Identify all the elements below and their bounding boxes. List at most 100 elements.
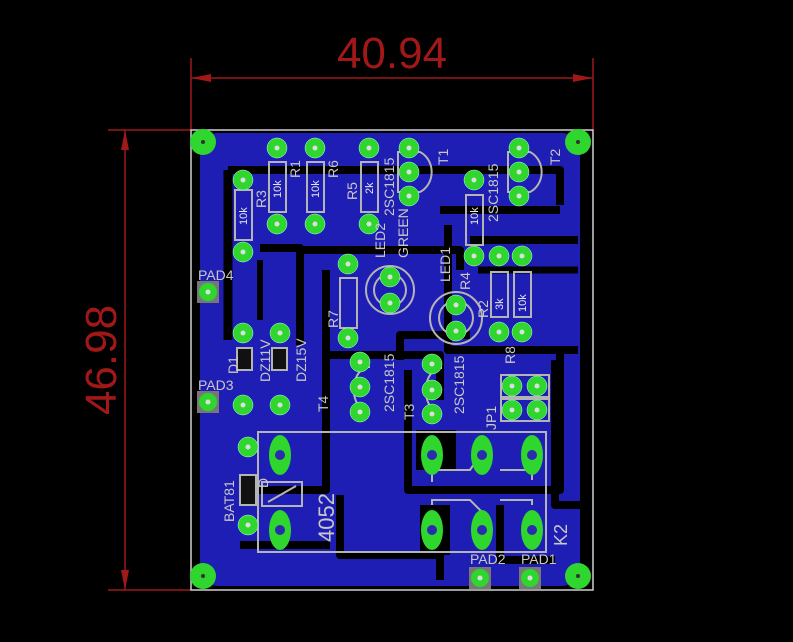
label-led1: LED1	[437, 247, 453, 282]
relay-pad-drill	[427, 525, 437, 535]
label-d3: D	[255, 478, 271, 488]
value-r1: 10k	[272, 180, 284, 198]
pad-drill	[406, 145, 412, 151]
pad-drill	[516, 169, 522, 175]
pad-drill	[312, 221, 318, 227]
mounting-hole-drill	[201, 574, 205, 578]
pad-drill	[245, 444, 251, 450]
pad-drill	[205, 289, 211, 295]
pad-drill	[240, 177, 246, 183]
value-k2: 4052	[314, 493, 339, 542]
width-dimension-label: 40.94	[337, 29, 447, 78]
pad-drill	[240, 249, 246, 255]
pad-drill	[366, 145, 372, 151]
value-d2: DZ15V	[293, 338, 309, 382]
mounting-hole-drill	[576, 140, 580, 144]
label-pad2: PAD2	[470, 551, 506, 567]
label-pad4: PAD4	[198, 267, 234, 283]
pad-drill	[277, 402, 283, 408]
pad-drill	[516, 145, 522, 151]
pad-drill	[387, 300, 393, 306]
pad-drill	[453, 328, 459, 334]
pad-drill	[357, 409, 363, 415]
pad-drill	[516, 193, 522, 199]
pad-drill	[471, 253, 477, 259]
value-t2: 2SC1815	[485, 163, 501, 222]
pads	[190, 129, 591, 589]
label-jp1: JP1	[483, 406, 499, 430]
label-r3: R3	[253, 190, 269, 208]
label-d1: D1	[225, 356, 241, 374]
pad-drill	[240, 330, 246, 336]
label-r5: R5	[344, 182, 360, 200]
label-r6: R6	[325, 160, 341, 178]
pad-drill	[496, 253, 502, 259]
pad-drill	[509, 383, 515, 389]
mounting-hole-drill	[576, 574, 580, 578]
relay-pad-drill	[275, 525, 285, 535]
label-r8: R8	[502, 346, 518, 364]
pad-drill	[345, 261, 351, 267]
dimension-width	[190, 58, 594, 130]
silkscreen	[234, 151, 550, 553]
pad-drill	[277, 330, 283, 336]
label-t1: T1	[435, 148, 451, 165]
value-t1: 2SC1815	[381, 157, 397, 216]
relay-pad-drill	[477, 525, 487, 535]
pad-drill	[205, 399, 211, 405]
value-r5: 2k	[364, 182, 376, 194]
component-labels: R3 10k R1 10k R6 10k R5 2k 2SC1815 T1 2S…	[198, 148, 571, 567]
label-t3: T3	[401, 403, 417, 420]
value-d1: DZ11V	[257, 339, 273, 382]
pad-drill	[366, 221, 372, 227]
pad-drill	[429, 361, 435, 367]
value-r4: 10k	[469, 207, 481, 225]
pad-drill	[312, 145, 318, 151]
value-r2: 3k	[494, 298, 506, 310]
label-t2: T2	[547, 148, 563, 165]
value-t3: 2SC1815	[451, 355, 467, 414]
pad-drill	[496, 329, 502, 335]
pad-drill	[429, 411, 435, 417]
label-pad3: PAD3	[198, 377, 234, 393]
pad-drill	[534, 407, 540, 413]
pad-drill	[406, 169, 412, 175]
pad-drill	[406, 193, 412, 199]
pad-drill	[519, 329, 525, 335]
label-t4: T4	[315, 395, 331, 412]
pad-drill	[509, 407, 515, 413]
value-t4: 2SC1815	[381, 353, 397, 412]
relay-pad-drill	[527, 525, 537, 535]
mounting-hole-drill	[201, 140, 205, 144]
label-k2: K2	[551, 524, 571, 546]
pad-drill	[453, 302, 459, 308]
pad-drill	[240, 402, 246, 408]
pad-drill	[357, 359, 363, 365]
pad-drill	[429, 387, 435, 393]
label-r4: R4	[457, 272, 473, 290]
label-r2: R2	[475, 300, 491, 318]
value-r8: 10k	[517, 294, 529, 312]
dimension-height	[108, 129, 191, 591]
value-r3: 10k	[238, 207, 250, 225]
pad-drill	[345, 335, 351, 341]
label-r7: R7	[325, 310, 341, 328]
pad-drill	[519, 253, 525, 259]
relay-pad-drill	[477, 450, 487, 460]
pad-drill	[471, 177, 477, 183]
height-dimension-label: 46.98	[77, 305, 126, 415]
label-r1: R1	[287, 160, 303, 178]
value-r6: 10k	[310, 180, 322, 198]
pad-drill	[477, 575, 483, 581]
value-led2: GREEN	[395, 208, 411, 258]
relay-pad-drill	[275, 450, 285, 460]
pad-drill	[274, 145, 280, 151]
pad-drill	[274, 221, 280, 227]
pad-drill	[534, 383, 540, 389]
value-d3: BAT81	[221, 480, 237, 522]
pad-drill	[245, 522, 251, 528]
pad-drill	[387, 274, 393, 280]
pad-drill	[527, 575, 533, 581]
label-led2: LED2	[372, 223, 388, 258]
